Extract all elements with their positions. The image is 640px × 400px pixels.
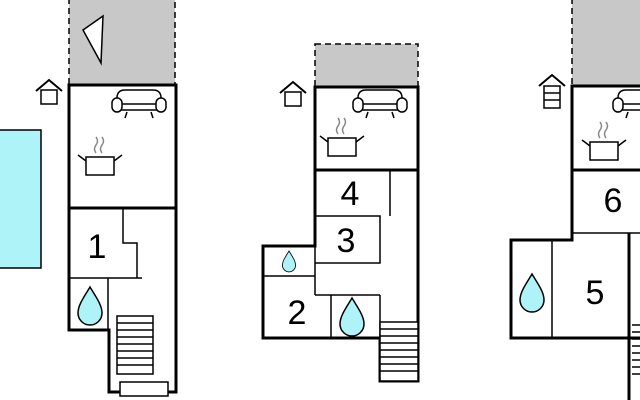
- house-entrance-icon: [538, 73, 566, 109]
- wall-a-4: [122, 208, 138, 278]
- entrance-door: [119, 381, 169, 397]
- unit-c: 6 5: [509, 0, 640, 400]
- house-entrance-icon: [279, 81, 307, 107]
- water-drop-icon: [519, 273, 545, 313]
- wall-b-2: [315, 215, 381, 264]
- room-number-2: 2: [288, 294, 307, 332]
- water-drop-icon: [77, 286, 103, 326]
- room-number-3: 3: [337, 222, 356, 260]
- unit-b: 4 3 2: [261, 43, 420, 383]
- water-drop-icon: [339, 297, 365, 337]
- terrace-c: [571, 0, 640, 87]
- sofa-icon: [352, 89, 408, 119]
- cooking-pot-icon: [77, 136, 123, 176]
- water-drop-icon: [281, 250, 297, 273]
- terrace-b: [314, 43, 419, 88]
- room-number-1: 1: [88, 228, 107, 266]
- room-number-4: 4: [341, 175, 360, 213]
- wall-outline-a: [67, 83, 178, 394]
- house-entrance-icon: [35, 79, 63, 105]
- wall-outline-c: [509, 84, 640, 340]
- unit-a: 1: [35, 0, 178, 397]
- room-number-6: 6: [604, 182, 623, 220]
- sofa-icon: [612, 89, 640, 119]
- room-number-5: 5: [586, 274, 605, 312]
- swimming-pool: [0, 129, 42, 269]
- cooking-pot-icon: [319, 117, 365, 157]
- sofa-icon: [111, 89, 167, 119]
- staircase-icon: [379, 321, 419, 382]
- terrace-a: [68, 0, 176, 86]
- cooking-pot-icon: [581, 121, 627, 161]
- compass-triangle-icon: [82, 14, 104, 66]
